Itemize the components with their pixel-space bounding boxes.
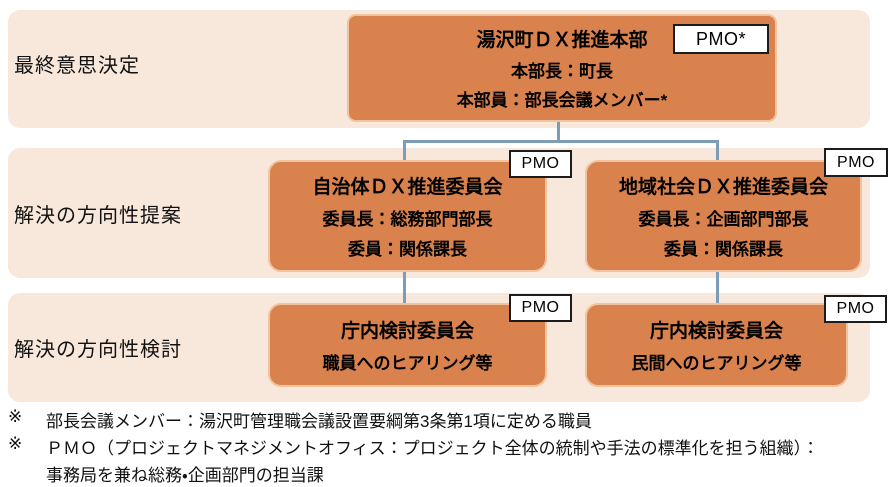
org-box-gov-dx-committee: 自治体ＤＸ推進委員会 委員長：総務部門部長 委員：関係課長 — [268, 160, 547, 272]
connector-hq-stub — [557, 122, 560, 142]
pmo-badge-community-committee: PMO — [824, 148, 888, 177]
pmo-badge-gov-committee: PMO — [509, 150, 572, 178]
footnote-text: ＰＭＯ（プロジェクトマネジメントオフィス：プロジェクト全体の統制や手法の標準化を… — [46, 439, 820, 458]
org-box-internal-review-staff: 庁内検討委員会 職員へのヒアリング等 — [268, 303, 547, 387]
box-line: 本部長：町長 — [511, 61, 613, 81]
org-box-internal-review-private: 庁内検討委員会 民間へのヒアリング等 — [585, 303, 848, 387]
connector-drop-right — [716, 141, 719, 161]
connector-mid-bottom-left — [403, 272, 406, 304]
row-label-direction-proposal: 解決の方向性提案 — [14, 205, 182, 227]
box-line: 委員長：企画部門部長 — [638, 209, 809, 229]
pmo-badge-headquarters: PMO* — [673, 24, 769, 54]
org-box-community-dx-committee: 地域社会ＤＸ推進委員会 委員長：企画部門部長 委員：関係課長 — [585, 160, 862, 272]
box-title: 湯沢町ＤＸ推進本部 — [476, 29, 648, 51]
row-label-direction-review: 解決の方向性検討 — [14, 339, 182, 361]
connector-mid-bottom-right — [716, 272, 719, 304]
connector-drop-left — [403, 141, 406, 161]
footnote-text: 部長会議メンバー：湯沢町管理職会議設置要綱第3条第1項に定める職員 — [46, 412, 592, 431]
box-line: 職員へのヒアリング等 — [322, 354, 493, 374]
box-title: 自治体ＤＸ推進委員会 — [312, 176, 503, 198]
box-line: 委員：関係課長 — [664, 240, 783, 260]
box-title: 地域社会ＤＸ推進委員会 — [618, 176, 828, 198]
row-label-final-decision: 最終意思決定 — [14, 55, 140, 77]
footnote-text: 事務局を兼ね総務・企画部門の担当課 — [46, 466, 324, 485]
box-title: 庁内検討委員会 — [649, 320, 783, 342]
footnote-marker: ※ — [8, 407, 23, 426]
pmo-badge-internal-review-staff: PMO — [509, 294, 572, 322]
box-line: 委員：関係課長 — [348, 240, 467, 260]
box-line: 委員長：総務部門部長 — [322, 209, 493, 229]
footnote-marker: ※ — [8, 434, 23, 453]
box-title: 庁内検討委員会 — [340, 320, 474, 342]
pmo-badge-internal-review-private: PMO — [824, 295, 887, 323]
box-line: 民間へのヒアリング等 — [631, 354, 802, 374]
connector-horizontal-bar — [403, 140, 719, 143]
box-line: 本部員：部長会議メンバー* — [456, 91, 668, 111]
